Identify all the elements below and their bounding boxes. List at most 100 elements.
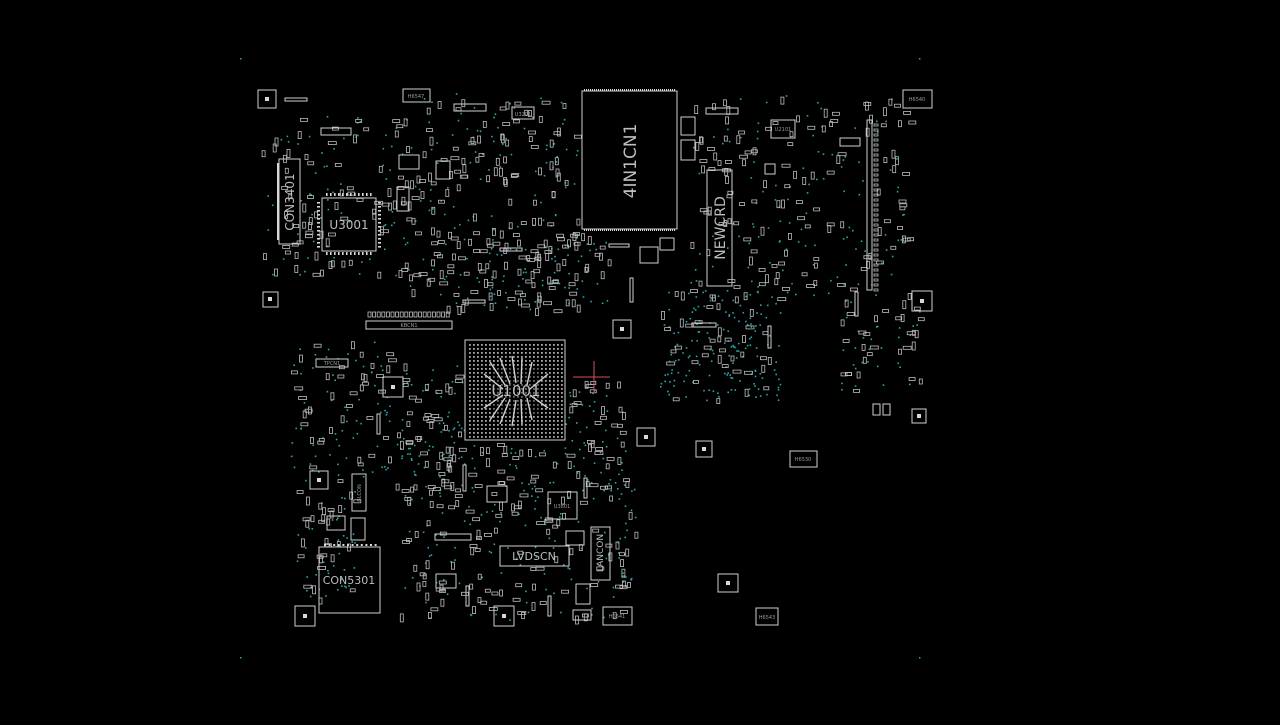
via <box>712 235 714 238</box>
smd-pad <box>415 398 422 403</box>
via <box>312 367 314 369</box>
smd-pad <box>302 221 307 229</box>
smd-pad <box>511 511 519 516</box>
via <box>756 355 759 358</box>
via <box>343 569 346 571</box>
smd-pad <box>612 612 617 620</box>
smd-pad <box>406 146 410 154</box>
smd-pad <box>300 118 308 122</box>
via <box>598 564 600 567</box>
smd-pad <box>706 305 714 309</box>
smd-pad <box>474 548 481 552</box>
chip-u3201: U3201 <box>511 106 535 120</box>
via <box>554 255 556 258</box>
smd-pad <box>701 165 705 174</box>
smd-pad <box>503 156 508 164</box>
via <box>668 393 670 396</box>
via <box>570 578 573 581</box>
via <box>787 198 789 201</box>
smd-pad <box>281 186 289 190</box>
via <box>272 273 274 276</box>
via <box>405 373 408 375</box>
via <box>525 601 528 604</box>
via <box>422 390 424 392</box>
via <box>346 537 348 539</box>
smd-pad <box>537 295 542 303</box>
smd-pad <box>274 137 279 147</box>
via <box>842 238 845 240</box>
via <box>431 101 433 103</box>
via <box>746 324 749 326</box>
via <box>474 467 476 470</box>
smd-pad <box>477 262 482 271</box>
smd-pad <box>407 496 412 506</box>
connector-4in1cn1: 4IN1CN1 <box>581 89 678 231</box>
smd-pad <box>622 580 626 588</box>
smd-pad <box>366 416 374 420</box>
via <box>617 488 619 490</box>
smd-pad <box>498 480 505 485</box>
via <box>517 225 519 228</box>
smd-pad <box>294 264 299 273</box>
via <box>493 228 495 231</box>
smd-pad <box>497 469 506 474</box>
via <box>755 347 758 349</box>
via <box>623 575 625 577</box>
via <box>476 129 479 132</box>
via <box>858 161 860 163</box>
via <box>710 360 713 362</box>
via <box>340 212 343 214</box>
smd-pad <box>837 152 847 157</box>
via <box>618 473 620 476</box>
smd-pad <box>723 135 728 142</box>
smd-pad <box>573 401 582 406</box>
smd-pad <box>775 272 780 280</box>
smd-pad <box>388 202 393 211</box>
via <box>467 219 470 222</box>
smd-pad <box>772 121 779 125</box>
smd-pad <box>672 397 680 402</box>
smd-pad <box>493 527 498 534</box>
smd-pad <box>554 556 559 564</box>
connector-blcon: BLCON <box>351 473 367 512</box>
connector-lancon: LANCON <box>590 526 611 581</box>
mount-holes: H6547 H6540 H6530 H6541 H6543 <box>402 88 933 626</box>
via <box>706 332 709 334</box>
smd-pad <box>752 147 757 156</box>
smd-pad <box>460 591 469 596</box>
smd-pad <box>368 453 376 458</box>
via <box>447 186 449 189</box>
smd-pad <box>739 202 745 207</box>
via <box>555 176 558 178</box>
smd-pad <box>609 495 613 502</box>
smd-pad <box>538 167 542 176</box>
smd-pad <box>749 256 753 266</box>
via <box>553 592 555 595</box>
via <box>352 437 355 439</box>
smd-pad <box>327 508 335 513</box>
via <box>616 437 619 440</box>
smd-pad <box>883 107 887 117</box>
via <box>337 589 339 591</box>
via <box>897 362 899 365</box>
via <box>817 151 820 153</box>
via <box>362 469 364 471</box>
smd-pad <box>422 581 427 587</box>
via <box>426 388 428 391</box>
via <box>355 136 357 139</box>
via <box>329 454 331 456</box>
smd-pad <box>349 491 354 500</box>
smd-pad <box>620 441 625 448</box>
via <box>380 411 382 414</box>
via <box>438 422 441 425</box>
via <box>767 227 770 229</box>
via <box>509 248 512 250</box>
via <box>727 372 729 374</box>
via <box>297 233 299 235</box>
via <box>521 482 523 484</box>
via <box>575 154 578 157</box>
smd-pad <box>619 585 628 590</box>
smd-pad <box>876 188 881 196</box>
smd-pad <box>576 218 581 226</box>
via <box>754 330 757 332</box>
